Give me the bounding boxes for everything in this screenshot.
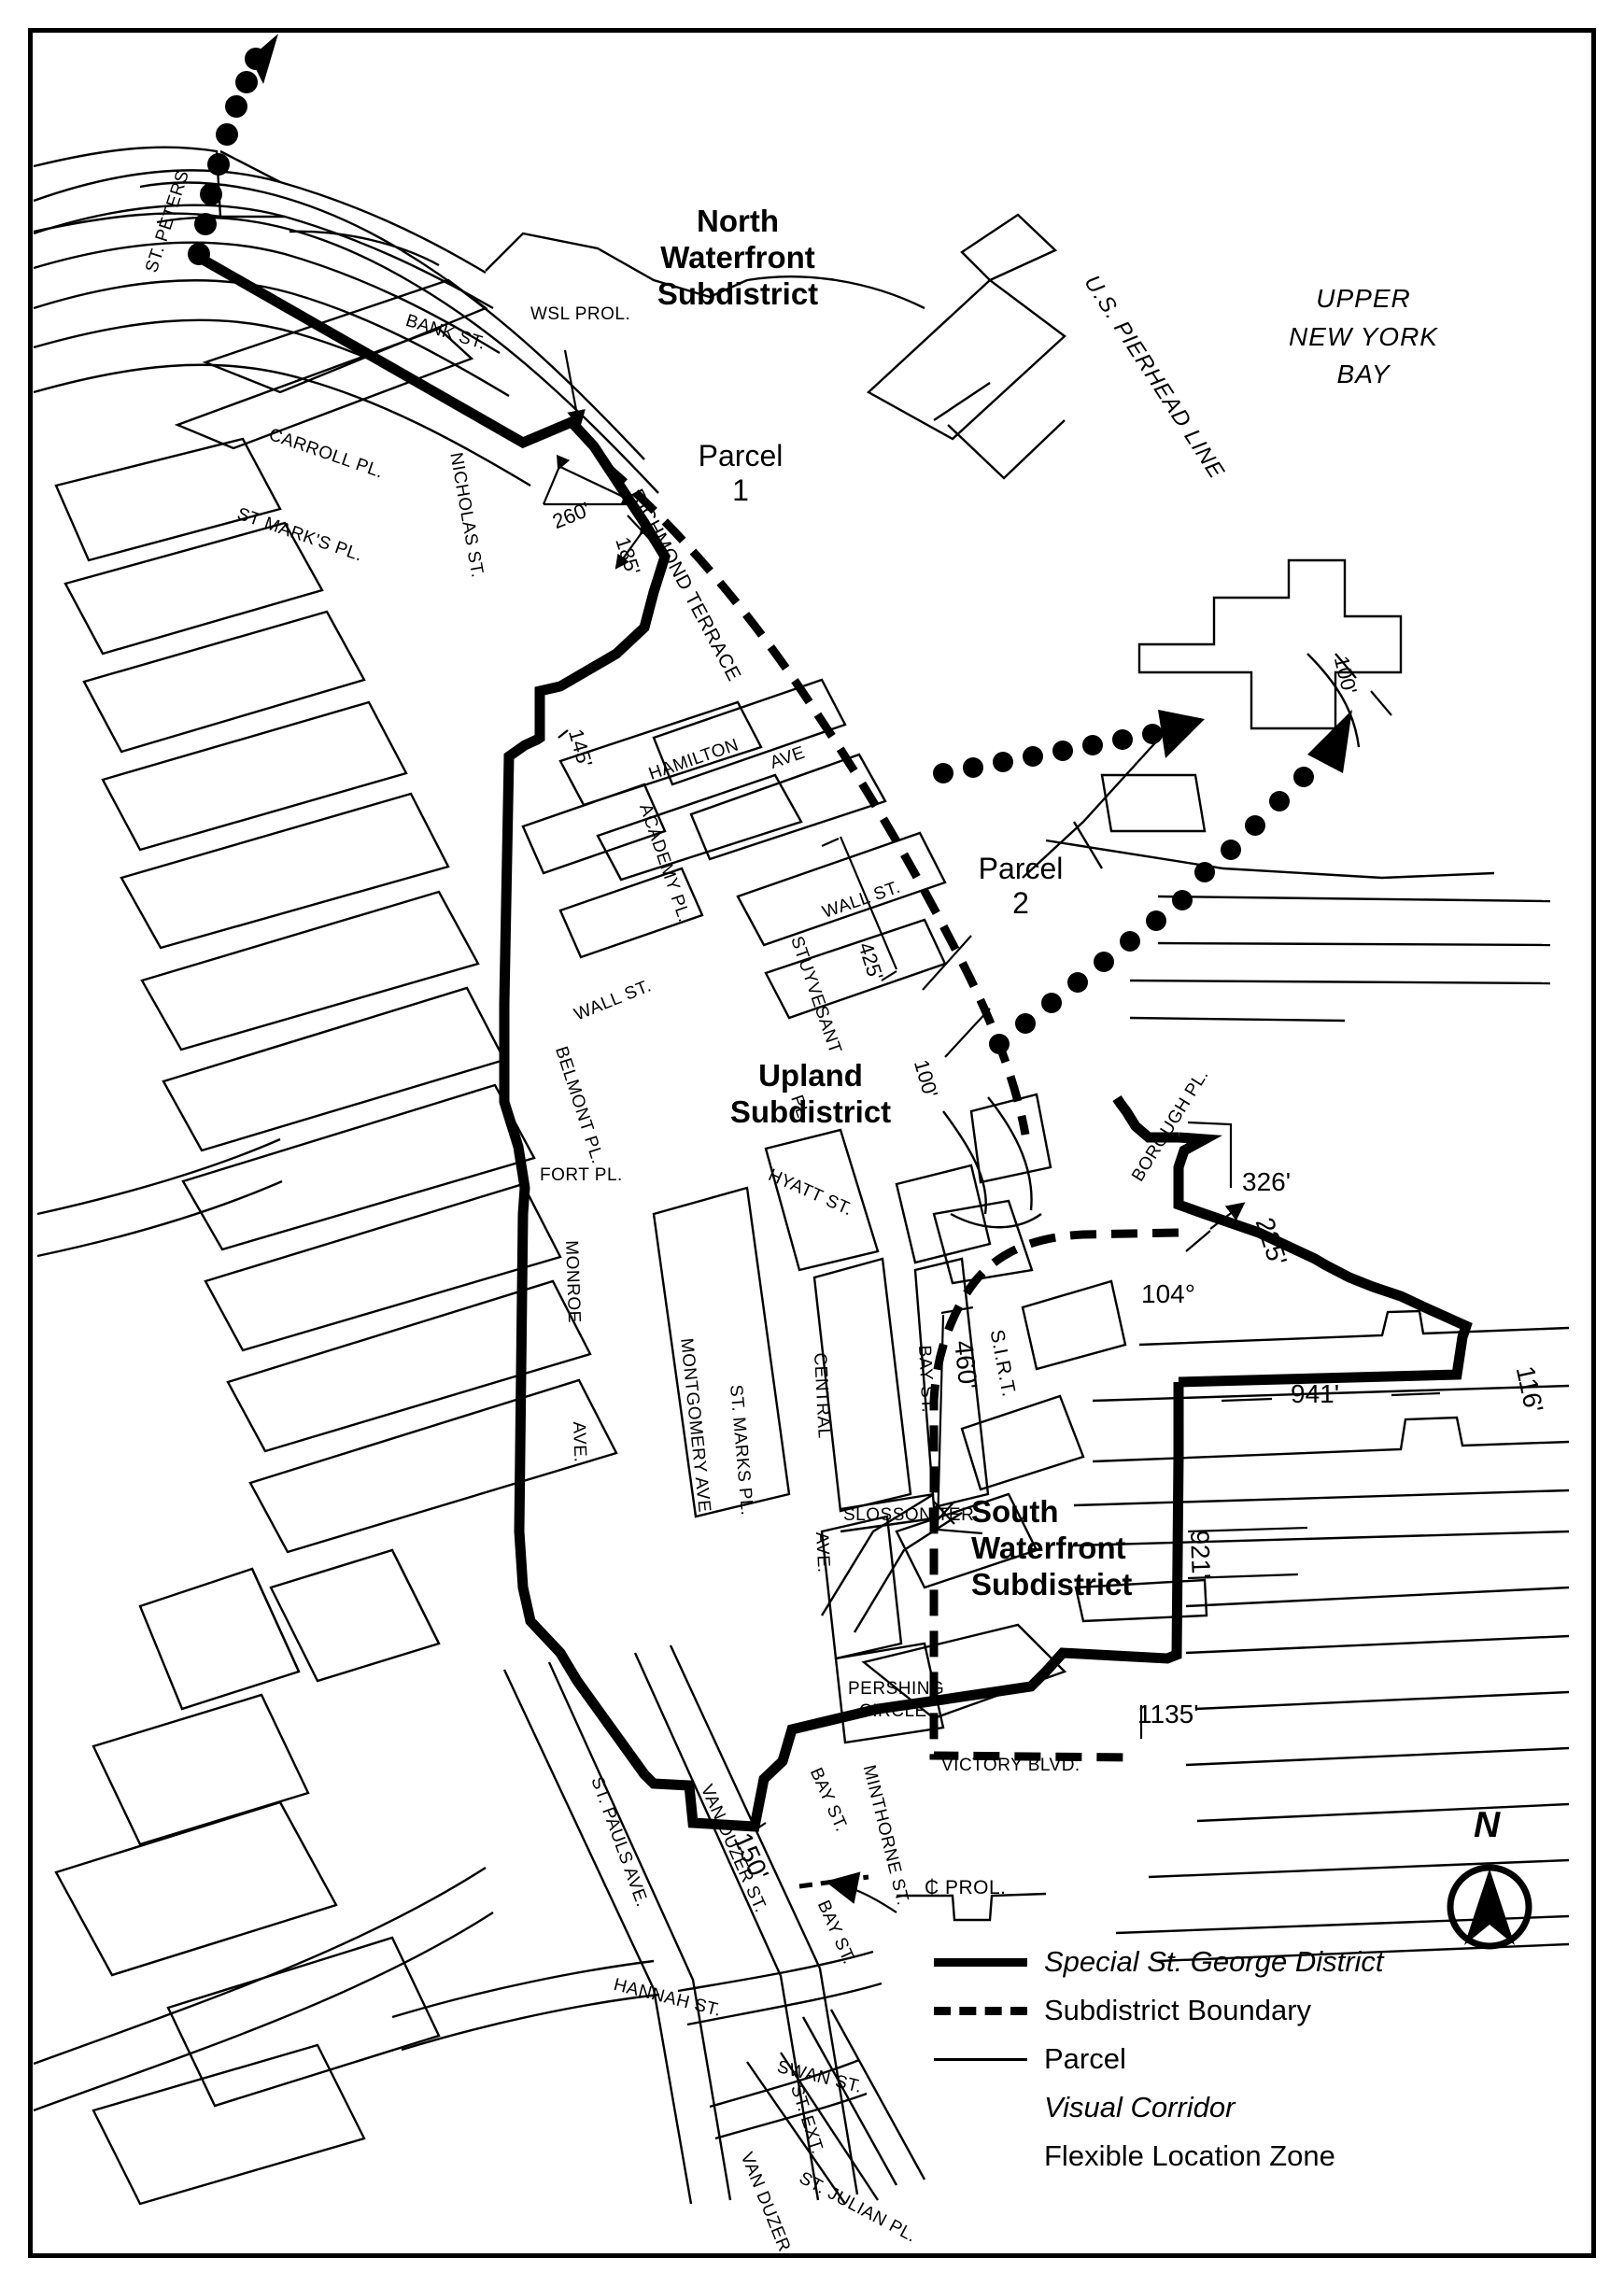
legend-label-special-district: Special St. George District	[1044, 1945, 1384, 1978]
label-upper-new-york-bay: UPPER NEW YORK BAY	[1289, 284, 1438, 389]
legend-key-dashed	[934, 2006, 1044, 2015]
legend-label-parcel: Parcel	[1044, 2042, 1126, 2075]
street-label-victory-blvd: VICTORY BLVD.	[941, 1756, 1080, 1775]
compass-rose: N	[1438, 1805, 1541, 1966]
legend: Special St. George District Subdistrict …	[934, 1938, 1457, 2180]
legend-item-subdistrict-boundary: Subdistrict Boundary	[934, 1986, 1457, 2035]
street-label-bay-st-mid: BAY ST.	[914, 1345, 938, 1414]
legend-item-visual-corridor: Visual Corridor	[934, 2083, 1457, 2132]
dimension-1135: 1135'	[1137, 1700, 1199, 1729]
street-label-pershing-b: CIRCLE	[859, 1701, 927, 1721]
street-label-monroe-a: MONROE	[561, 1240, 585, 1324]
visual-corridor-parcel2-a	[989, 821, 1193, 1054]
dimension-921: 921'	[1185, 1530, 1216, 1580]
legend-item-parcel: Parcel	[934, 2035, 1457, 2083]
street-label-monroe-b: AVE.	[569, 1421, 590, 1463]
label-parcel-1: Parcel 1	[698, 439, 784, 507]
label-upland-subdistrict: Upland Subdistrict	[729, 1058, 892, 1129]
dimension-941: 941'	[1291, 1379, 1340, 1408]
legend-key-solid-thick	[934, 1957, 1044, 1967]
visual-corridor-parcel2-b	[933, 710, 1352, 882]
legend-label-visual-corridor: Visual Corridor	[1044, 2091, 1236, 2124]
compass-north-label: N	[1474, 1805, 1501, 1845]
dimension-104: 104°	[1141, 1279, 1195, 1308]
visual-corridor-north	[188, 34, 278, 265]
label-south-waterfront-subdistrict: South Waterfront Subdistrict	[971, 1494, 1133, 1602]
legend-key-none-visual-corridor	[934, 2107, 1044, 2110]
dimension-326: 326'	[1242, 1167, 1292, 1196]
special-district-boundary	[195, 252, 1473, 1832]
street-label-pershing-a: PERSHING	[848, 1679, 945, 1699]
street-label-central-b: AVE.	[812, 1531, 834, 1573]
legend-item-special-district: Special St. George District	[934, 1938, 1457, 1986]
legend-key-none-flexible-zone	[934, 2155, 1044, 2158]
street-label-fort-pl: FORT PL.	[540, 1165, 623, 1185]
legend-label-subdistrict-boundary: Subdistrict Boundary	[1044, 1994, 1312, 2026]
annotation-cl-prol: ₵ PROL.	[925, 1877, 1007, 1898]
legend-key-thin	[934, 2057, 1044, 2061]
subdistrict-boundary-south	[929, 1228, 1179, 1762]
legend-item-flexible-location-zone: Flexible Location Zone	[934, 2132, 1457, 2180]
legend-label-flexible-location-zone: Flexible Location Zone	[1044, 2139, 1335, 2172]
label-north-waterfront-subdistrict: North Waterfront Subdistrict	[657, 204, 819, 311]
annotation-wsl-prol: WSL PROL.	[530, 304, 631, 324]
label-parcel-2: Parcel 2	[978, 852, 1064, 920]
map-border	[28, 28, 1596, 2258]
street-label-slosson-ter: SLOSSON TER.	[843, 1505, 981, 1525]
dimension-460: 460'	[949, 1339, 983, 1391]
compass-icon	[1447, 1864, 1532, 1950]
shoreline-and-blocks	[33, 146, 1570, 2206]
dimension-leaders	[542, 349, 1441, 1913]
